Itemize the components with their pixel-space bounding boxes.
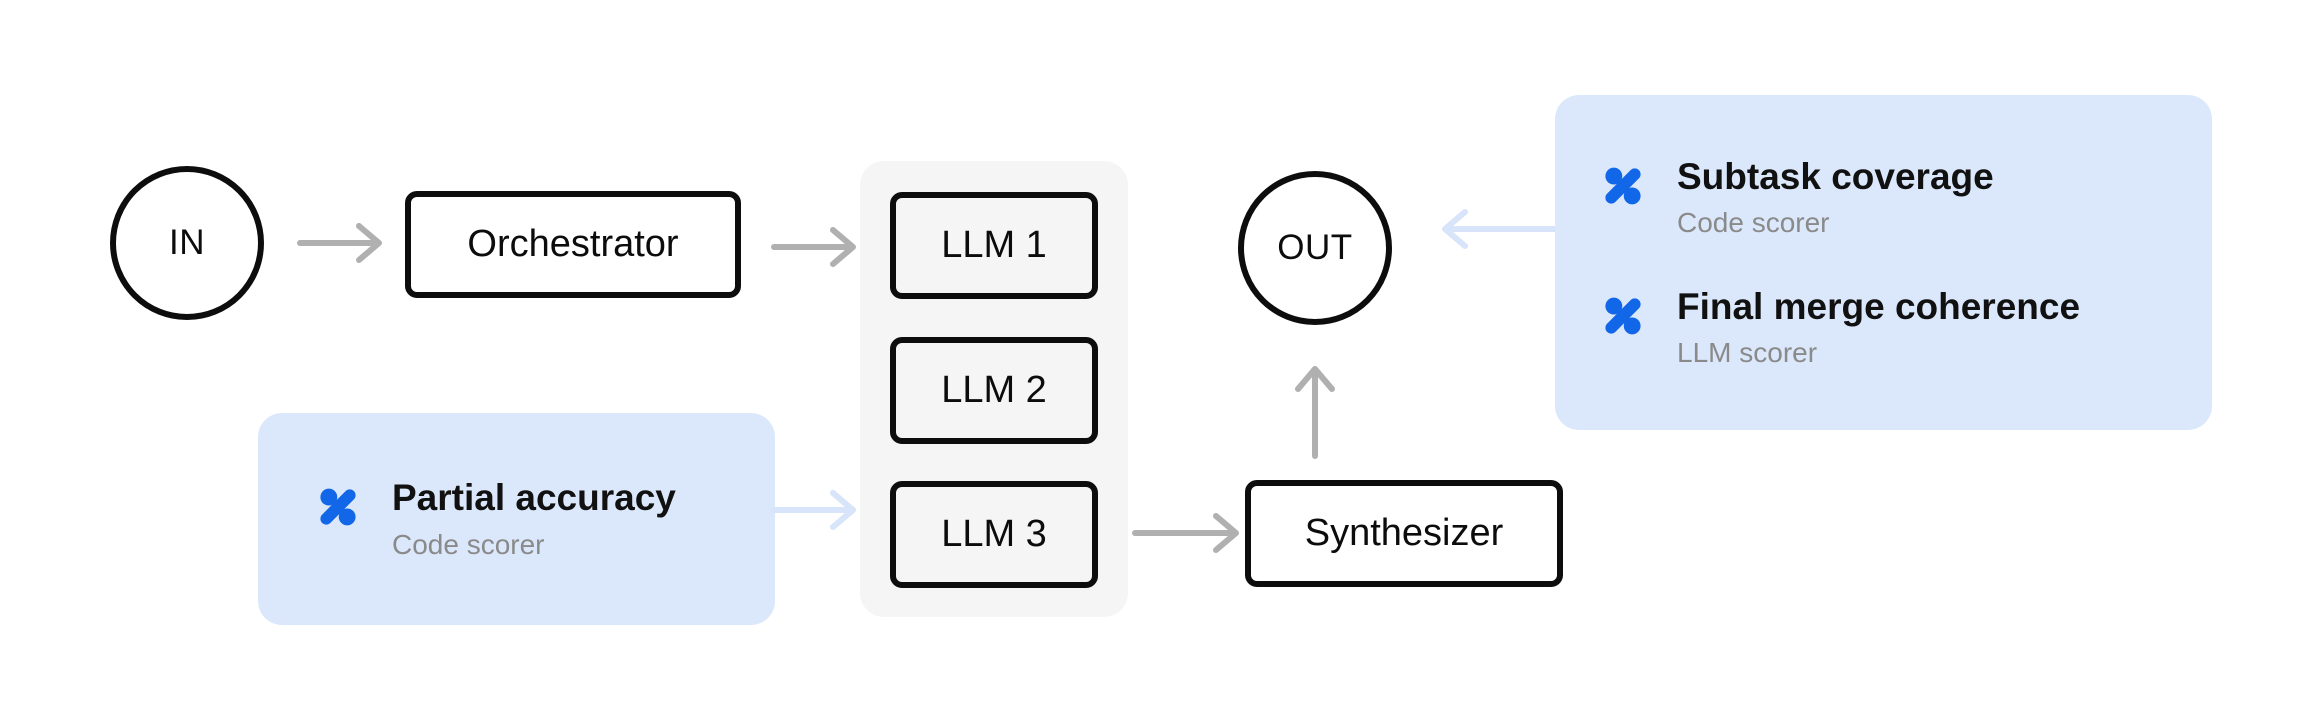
scorer-entry-subtask-coverage: Subtask coverage Code scorer (1601, 156, 2212, 240)
arrow-left-icon (1442, 209, 1559, 249)
arrow-out-scorers-to-out (1438, 207, 1560, 251)
scorer-subtitle: Code scorer (392, 528, 545, 560)
arrow-in-to-orchestrator (296, 221, 386, 265)
arrow-partial-accuracy-to-llm3 (770, 488, 860, 532)
arrow-right-icon (297, 223, 382, 263)
node-in-label: IN (169, 223, 205, 262)
node-in: IN (110, 166, 264, 320)
arrow-up-icon (1295, 366, 1335, 459)
arrow-llm3-to-synthesizer (1131, 511, 1243, 555)
scorer-callout-partial-accuracy: Partial accuracy Code scorer (258, 413, 775, 625)
percent-scorer-icon (1601, 164, 1645, 208)
percent-scorer-icon (1601, 294, 1645, 338)
arrow-right-icon (1132, 513, 1239, 553)
node-llm3-label: LLM 3 (941, 513, 1047, 555)
arrow-orchestrator-to-llms (770, 225, 860, 269)
scorer-title: Partial accuracy (392, 477, 676, 519)
node-llm2: LLM 2 (890, 337, 1098, 444)
scorer-subtitle: Code scorer (1677, 207, 1830, 239)
arrow-right-icon (771, 490, 856, 530)
node-out: OUT (1238, 171, 1392, 325)
node-llm1-label: LLM 1 (941, 224, 1047, 266)
node-llm2-label: LLM 2 (941, 369, 1047, 411)
scorer-callout-out: Subtask coverage Code scorer Final merge… (1555, 95, 2212, 430)
node-llm3: LLM 3 (890, 481, 1098, 588)
arrow-right-icon (771, 227, 856, 267)
scorer-title: Subtask coverage (1677, 155, 1994, 197)
node-out-label: OUT (1277, 228, 1353, 267)
scorer-subtitle: LLM scorer (1677, 337, 1818, 369)
node-orchestrator-label: Orchestrator (467, 223, 679, 265)
node-orchestrator: Orchestrator (405, 191, 741, 298)
percent-scorer-icon (316, 485, 360, 529)
node-synthesizer-label: Synthesizer (1304, 512, 1504, 554)
node-synthesizer: Synthesizer (1245, 480, 1563, 587)
scorer-entry-partial-accuracy: Partial accuracy Code scorer (316, 477, 775, 561)
scorer-title: Final merge coherence (1677, 285, 2081, 327)
node-llm1: LLM 1 (890, 192, 1098, 299)
scorer-entry-final-merge-coherence: Final merge coherence LLM scorer (1601, 286, 2212, 370)
arrow-synthesizer-to-out (1293, 364, 1337, 460)
